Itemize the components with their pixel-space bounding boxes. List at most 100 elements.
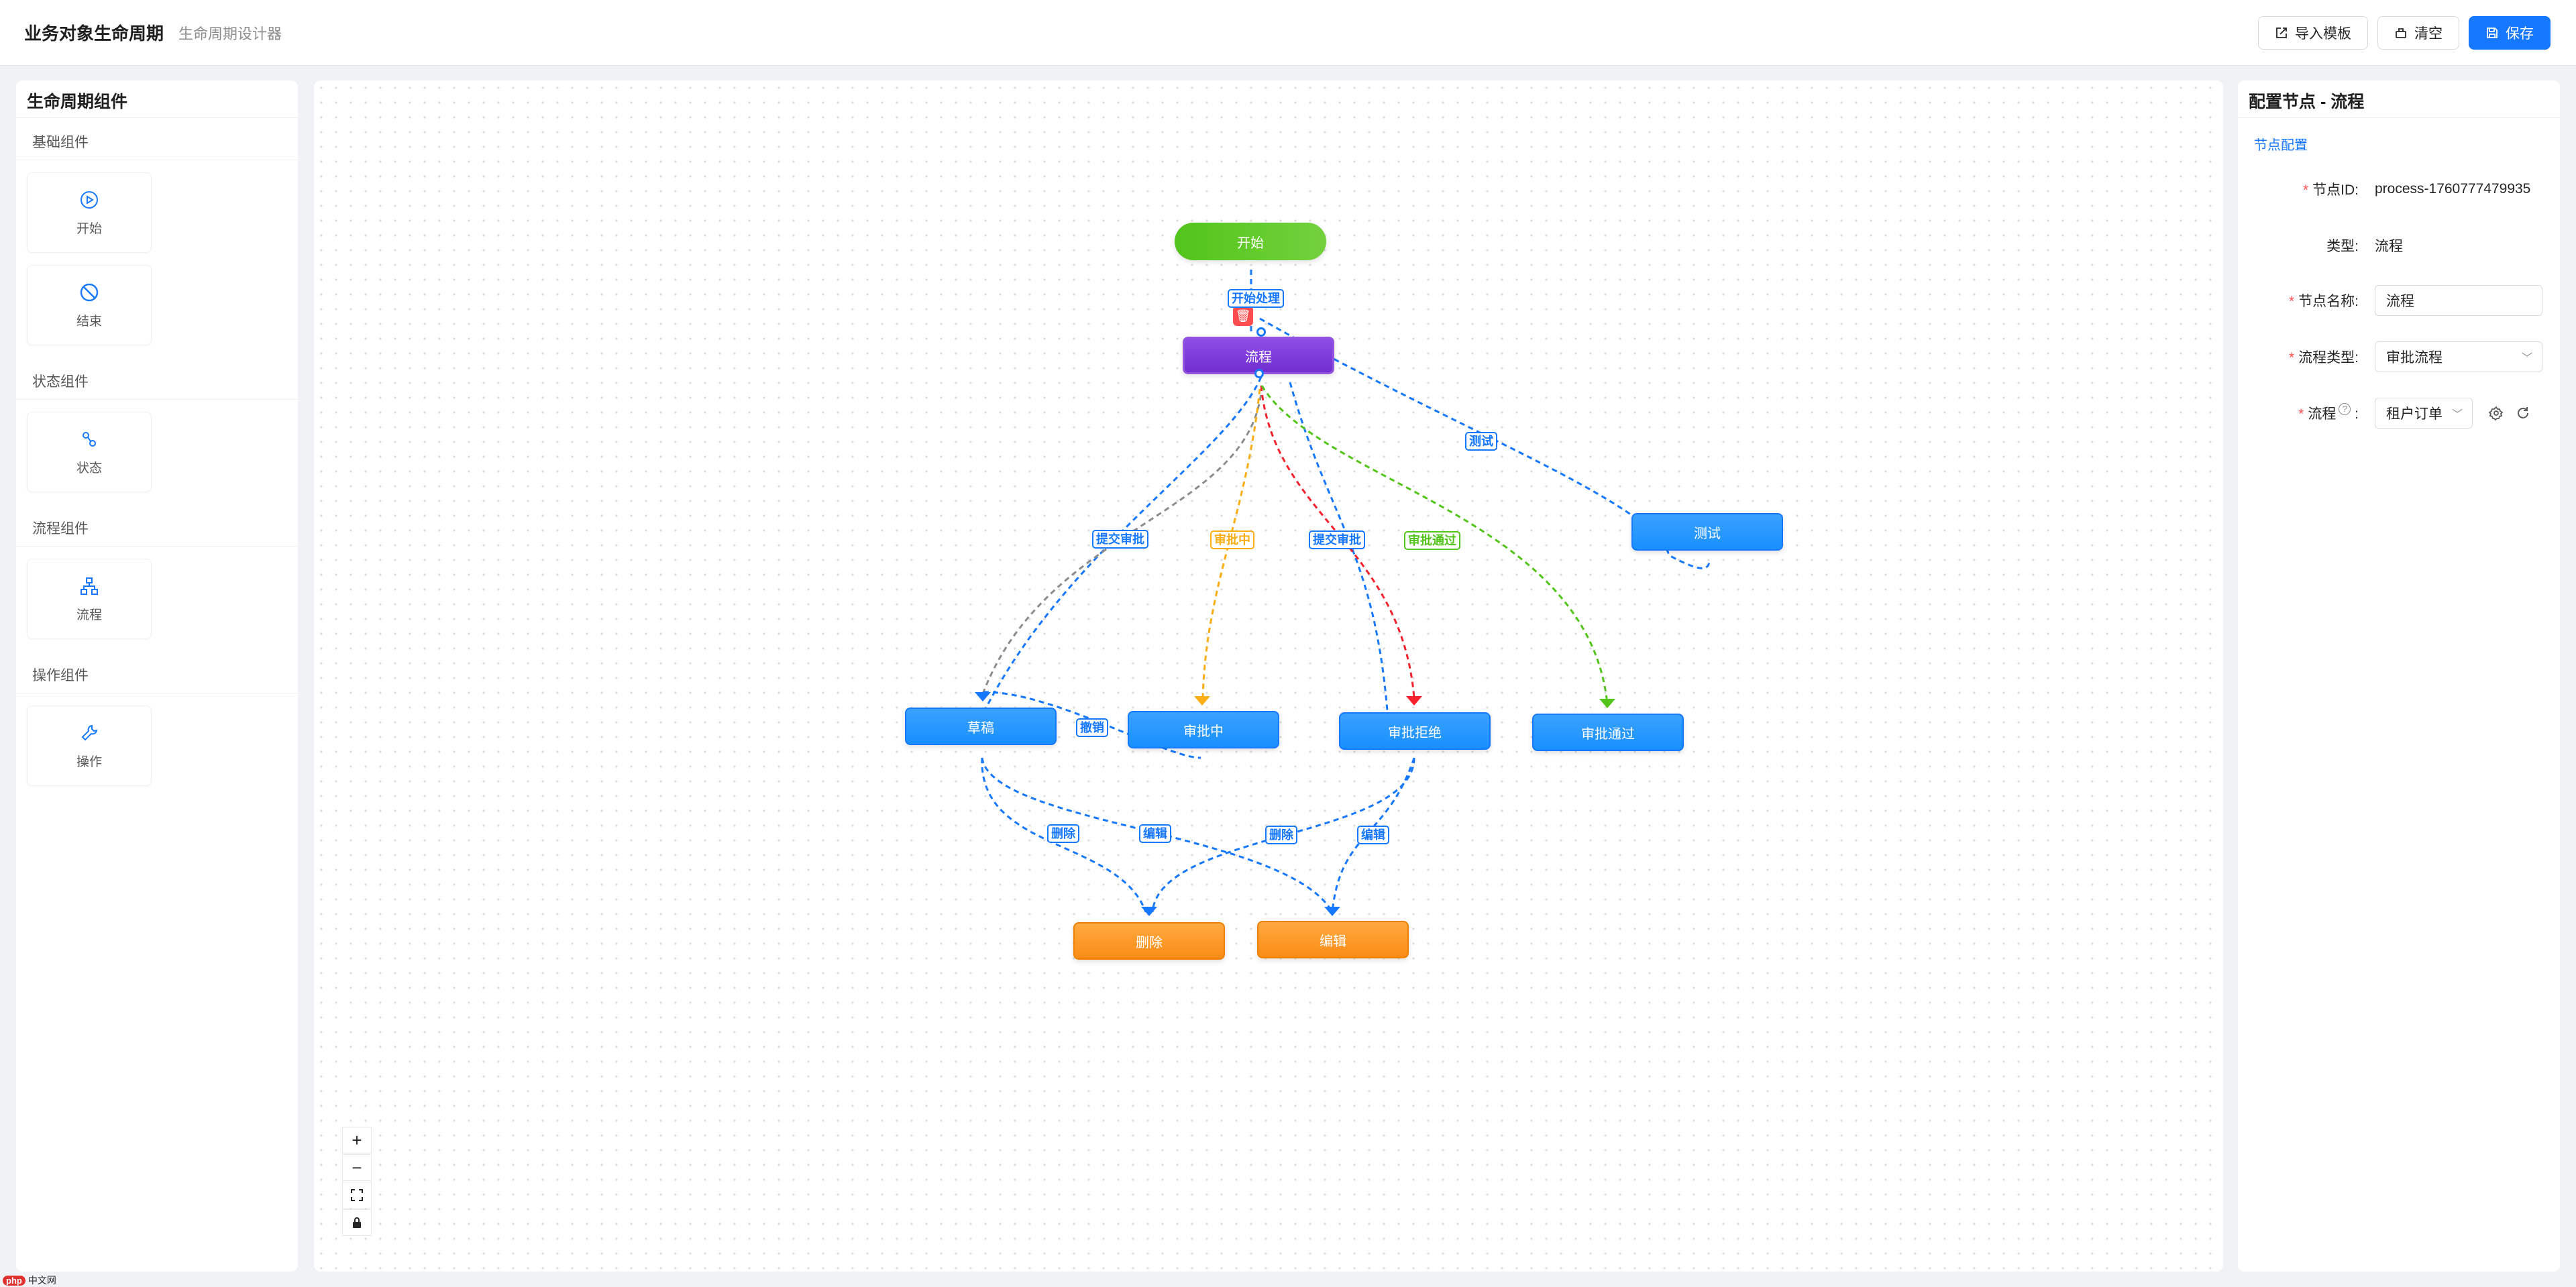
component-panel-title: 生命周期组件 xyxy=(16,80,298,118)
site-logo: php 中文网 xyxy=(3,1274,56,1287)
row-type: 类型: 流程 xyxy=(2238,228,2560,263)
node-approved[interactable]: 审批通过 xyxy=(1532,714,1684,751)
component-state[interactable]: 状态 xyxy=(27,412,152,492)
logo-text: 中文网 xyxy=(28,1275,56,1286)
flow-icon xyxy=(80,577,98,595)
node-process[interactable]: 流程 xyxy=(1183,337,1334,374)
row-node-name: *节点名称: 流程 xyxy=(2238,283,2560,318)
row-flow-type: *流程类型: 审批流程 ﹀ xyxy=(2238,339,2560,374)
save-button[interactable]: 保存 xyxy=(2469,16,2551,50)
config-panel: 配置节点 - 流程 节点配置 *节点ID: process-1760777479… xyxy=(2238,80,2560,1272)
edge-label-submit-2[interactable]: 提交审批 xyxy=(1309,530,1365,549)
clear-button[interactable]: 清空 xyxy=(2377,16,2459,50)
lock-icon xyxy=(353,1217,361,1228)
edge-label-edit-1[interactable]: 编辑 xyxy=(1139,824,1171,843)
chevron-down-icon: ﹀ xyxy=(2521,353,2532,364)
section-basic: 开始 结束 xyxy=(16,160,298,357)
zoom-out-button[interactable]: − xyxy=(342,1154,372,1181)
node-id-label: 节点ID: xyxy=(2312,182,2359,198)
node-start[interactable]: 开始 xyxy=(1175,223,1326,260)
clear-icon xyxy=(2396,28,2406,38)
component-flow-label: 流程 xyxy=(76,608,102,622)
fit-view-icon xyxy=(351,1189,363,1201)
play-circle-icon xyxy=(80,190,98,209)
edge-process-test[interactable] xyxy=(1259,317,1711,569)
lock-button[interactable] xyxy=(342,1209,372,1236)
component-end-label: 结束 xyxy=(76,314,102,329)
required-mark: * xyxy=(2302,182,2309,198)
import-template-label: 导入模板 xyxy=(2295,26,2351,42)
edge-rejected-delete[interactable] xyxy=(1151,757,1415,913)
section-state-title: 状态组件 xyxy=(16,357,298,400)
edge-process-draft-2[interactable] xyxy=(980,385,1263,698)
app-subtitle: 生命周期设计器 xyxy=(178,25,282,42)
node-handle-top[interactable] xyxy=(1256,327,1266,337)
edge-label-start-process[interactable]: 开始处理 xyxy=(1228,289,1284,308)
flow-canvas[interactable]: 开始 流程 🗑 测试 草稿 审批中 审批拒绝 审批通过 删除 编辑 开始处理 测… xyxy=(314,80,2223,1272)
stop-icon xyxy=(80,283,99,301)
edge-process-approved[interactable] xyxy=(1260,385,1609,705)
edge-process-draft-1[interactable] xyxy=(981,376,1263,715)
state-icon xyxy=(83,431,96,447)
edge-label-edit-2[interactable]: 编辑 xyxy=(1357,826,1389,844)
save-icon xyxy=(2487,27,2498,38)
edge-label-delete-1[interactable]: 删除 xyxy=(1047,824,1079,843)
node-test[interactable]: 测试 xyxy=(1631,513,1783,551)
app-header: 业务对象生命周期 生命周期设计器 导入模板 清空 保存 xyxy=(0,0,2576,66)
help-icon[interactable]: ? xyxy=(2339,403,2351,415)
header-actions: 导入模板 清空 保存 xyxy=(2258,16,2551,50)
section-action: 操作 xyxy=(16,693,298,798)
edge-label-test[interactable]: 测试 xyxy=(1465,432,1497,451)
node-delete-icon[interactable]: 🗑 xyxy=(1233,306,1253,326)
node-delete[interactable]: 删除 xyxy=(1073,922,1225,960)
flow-type-label: 流程类型: xyxy=(2298,350,2359,366)
component-start[interactable]: 开始 xyxy=(27,172,152,253)
import-template-button[interactable]: 导入模板 xyxy=(2258,16,2368,50)
settings-icon[interactable] xyxy=(2489,406,2504,421)
edge-label-delete-2[interactable]: 删除 xyxy=(1265,826,1297,844)
save-label: 保存 xyxy=(2506,26,2534,42)
flow-label: 流程 xyxy=(2308,406,2337,422)
logo-badge: php xyxy=(3,1275,25,1286)
fit-view-button[interactable] xyxy=(342,1182,372,1209)
node-handle-bottom[interactable] xyxy=(1254,369,1264,378)
refresh-icon[interactable] xyxy=(2516,406,2530,421)
edge-draft-delete[interactable] xyxy=(981,757,1147,913)
required-mark: * xyxy=(2298,406,2304,422)
zoom-in-button[interactable]: + xyxy=(342,1127,372,1154)
clear-label: 清空 xyxy=(2414,26,2443,42)
node-id-value: process-1760777479935 xyxy=(2375,181,2531,197)
flow-type-value: 审批流程 xyxy=(2386,350,2443,366)
config-panel-title: 配置节点 - 流程 xyxy=(2238,80,2560,118)
tab-node-config[interactable]: 节点配置 xyxy=(2254,138,2308,153)
arrow-delete xyxy=(1141,907,1157,916)
wrench-icon xyxy=(81,724,98,740)
required-mark: * xyxy=(2288,350,2295,366)
arrow-rejected xyxy=(1406,696,1422,706)
section-action-title: 操作组件 xyxy=(16,651,298,693)
node-reviewing[interactable]: 审批中 xyxy=(1128,711,1279,748)
flow-type-select[interactable]: 审批流程 ﹀ xyxy=(2375,341,2542,372)
edge-label-revoke[interactable]: 撤销 xyxy=(1076,718,1108,737)
row-node-id: *节点ID: process-1760777479935 xyxy=(2238,172,2560,207)
edge-label-submit-1[interactable]: 提交审批 xyxy=(1092,530,1148,549)
flow-value: 租户订单 xyxy=(2386,406,2443,422)
node-edit[interactable]: 编辑 xyxy=(1257,921,1409,958)
type-label: 类型: xyxy=(2326,239,2359,254)
node-draft[interactable]: 草稿 xyxy=(905,708,1057,745)
edge-label-approved[interactable]: 审批通过 xyxy=(1404,531,1460,550)
component-state-label: 状态 xyxy=(76,461,102,475)
edge-rejected-edit[interactable] xyxy=(1331,757,1415,913)
component-start-label: 开始 xyxy=(76,221,102,236)
component-action[interactable]: 操作 xyxy=(27,706,152,786)
edge-label-reviewing[interactable]: 审批中 xyxy=(1210,530,1254,549)
flow-select[interactable]: 租户订单 ﹀ xyxy=(2375,398,2473,429)
arrow-edit xyxy=(1324,907,1340,916)
component-flow[interactable]: 流程 xyxy=(27,559,152,639)
edge-process-rejected[interactable] xyxy=(1260,385,1415,698)
app-title: 业务对象生命周期 xyxy=(24,23,164,44)
node-rejected[interactable]: 审批拒绝 xyxy=(1339,712,1491,750)
component-end[interactable]: 结束 xyxy=(27,265,152,345)
node-name-input[interactable]: 流程 xyxy=(2375,285,2542,316)
arrow-reviewing xyxy=(1194,696,1210,706)
